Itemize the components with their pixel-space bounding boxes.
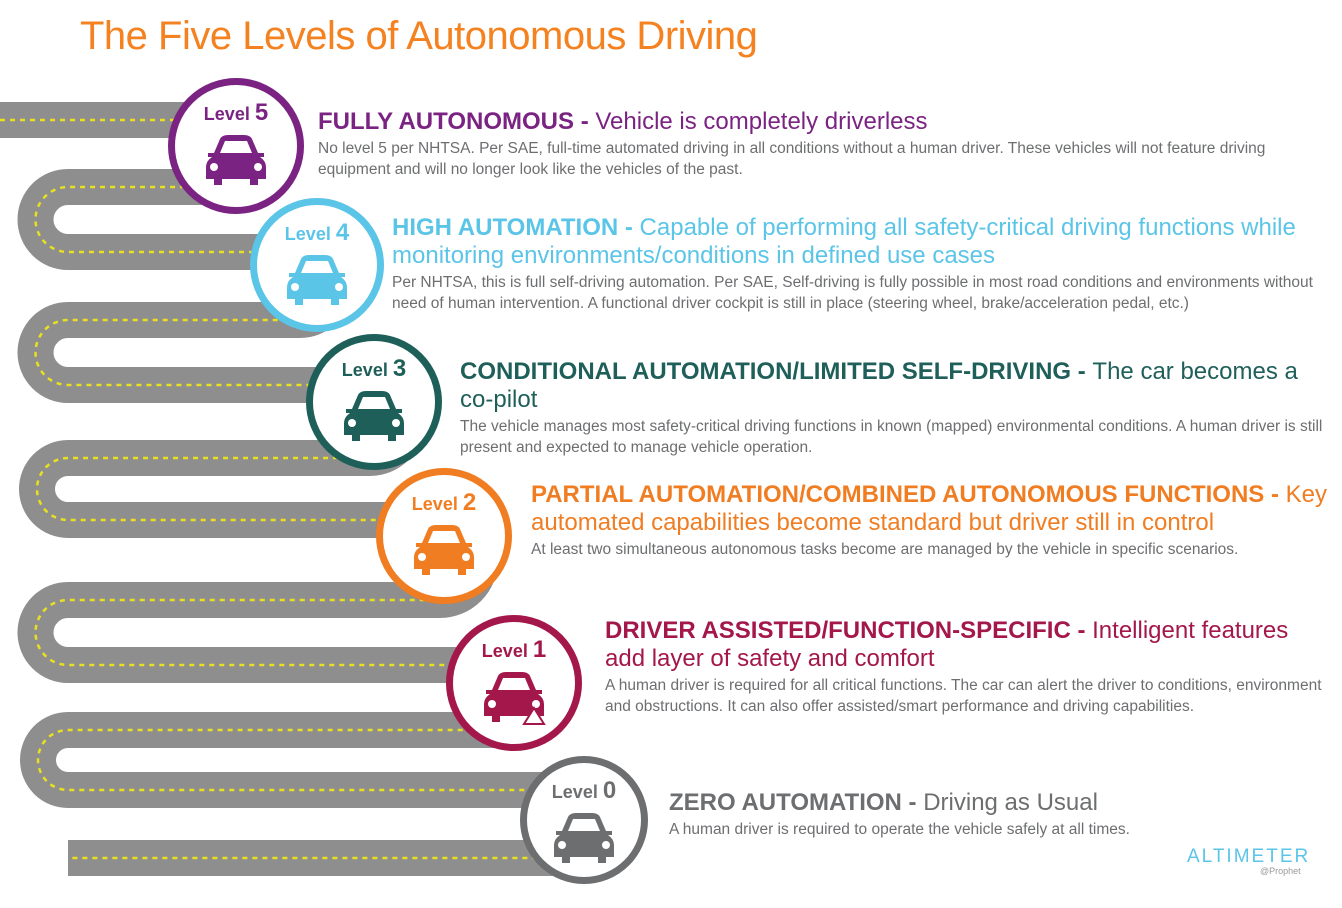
level-name: FULLY AUTONOMOUS bbox=[318, 108, 575, 135]
level-detail: Per NHTSA, this is full self-driving aut… bbox=[392, 274, 1313, 312]
level-3-badge: Level 3 bbox=[306, 334, 442, 470]
level-3-description: CONDITIONAL AUTOMATION/LIMITED SELF-DRIV… bbox=[460, 358, 1332, 458]
level-name: HIGH AUTOMATION bbox=[392, 214, 619, 241]
level-2-description: PARTIAL AUTOMATION/COMBINED AUTONOMOUS F… bbox=[531, 481, 1332, 560]
level-detail: No level 5 per NHTSA. Per SAE, full-time… bbox=[318, 140, 1266, 178]
level-label: Level 3 bbox=[341, 355, 407, 382]
copilot-car-icon bbox=[313, 387, 435, 445]
level-2-badge: Level 2 bbox=[376, 468, 512, 604]
level-name: PARTIAL AUTOMATION/COMBINED AUTONOMOUS F… bbox=[531, 481, 1265, 508]
car-with-trees-icon bbox=[257, 251, 377, 309]
level-1-description: DRIVER ASSISTED/FUNCTION-SPECIFIC - Inte… bbox=[605, 617, 1332, 717]
level-1-badge: Level 1 bbox=[446, 615, 582, 751]
logo-subtitle: @Prophet bbox=[1260, 866, 1301, 876]
level-tagline: Capable of performing all safety-critica… bbox=[392, 214, 1296, 269]
level-5-description: FULLY AUTONOMOUS - Vehicle is completely… bbox=[318, 108, 1328, 180]
level-name: ZERO AUTOMATION bbox=[669, 789, 902, 816]
level-label: Level 5 bbox=[203, 99, 269, 126]
level-label: Level 2 bbox=[411, 489, 477, 516]
manual-car-icon bbox=[527, 809, 641, 867]
level-detail: At least two simultaneous autonomous tas… bbox=[531, 541, 1239, 558]
level-name: CONDITIONAL AUTOMATION/LIMITED SELF-DRIV… bbox=[460, 358, 1072, 385]
level-label: Level 4 bbox=[284, 219, 350, 246]
level-4-badge: Level 4 bbox=[250, 198, 384, 332]
sensor-car-icon bbox=[383, 521, 505, 579]
level-tagline: The car becomes a co-pilot bbox=[460, 358, 1298, 413]
level-tagline: Intelligent features add layer of safety… bbox=[605, 617, 1289, 672]
level-5-badge: Level 5 bbox=[168, 78, 304, 214]
level-detail: The vehicle manages most safety-critical… bbox=[460, 418, 1323, 456]
level-label: Level 1 bbox=[481, 636, 547, 663]
warning-car-icon bbox=[453, 668, 575, 726]
level-detail: A human driver is required for all criti… bbox=[605, 677, 1322, 715]
level-0-badge: Level 0 bbox=[520, 756, 648, 884]
level-tagline: Vehicle is completely driverless bbox=[595, 108, 928, 135]
level-tagline: Key automated capabilities become standa… bbox=[531, 481, 1327, 536]
level-name: DRIVER ASSISTED/FUNCTION-SPECIFIC bbox=[605, 617, 1071, 644]
driverless-car-icon bbox=[175, 131, 297, 189]
level-detail: A human driver is required to operate th… bbox=[669, 821, 1130, 838]
altimeter-logo: ALTIMETER bbox=[1187, 846, 1311, 867]
level-4-description: HIGH AUTOMATION - Capable of performing … bbox=[392, 214, 1332, 314]
page-title: The Five Levels of Autonomous Driving bbox=[80, 14, 758, 58]
level-tagline: Driving as Usual bbox=[923, 789, 1098, 816]
level-label: Level 0 bbox=[551, 777, 617, 804]
